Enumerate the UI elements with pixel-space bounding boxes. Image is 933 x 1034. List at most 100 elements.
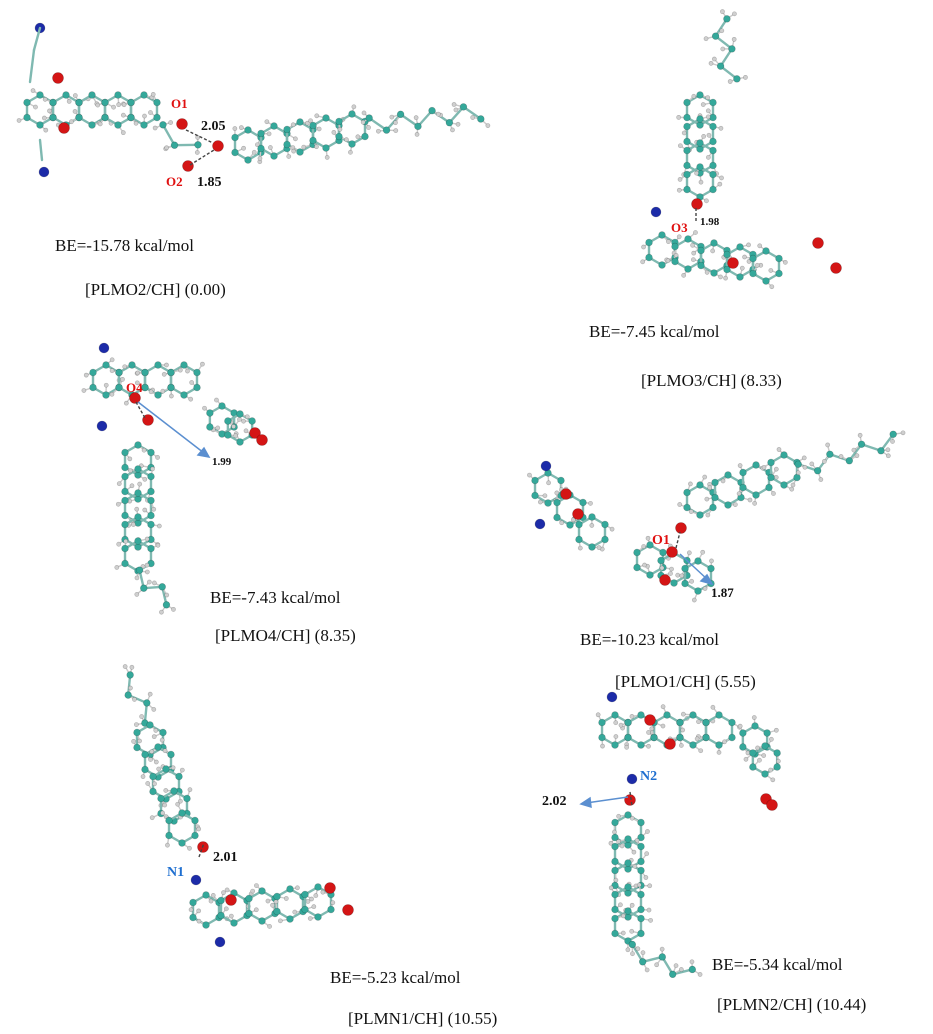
hydrogen-atom bbox=[128, 685, 133, 691]
hydrogen-atom bbox=[228, 913, 234, 919]
hydrogen-atom bbox=[694, 170, 699, 176]
hydrogen-atom bbox=[237, 417, 242, 422]
carbon-atom bbox=[702, 733, 710, 742]
hydrogen-atom bbox=[165, 842, 170, 848]
hydrogen-atom bbox=[221, 890, 226, 896]
binding-energy-plmo2: BE=-15.78 kcal/mol bbox=[55, 236, 194, 255]
hydrogen-atom bbox=[537, 499, 543, 505]
hydrogen-atom bbox=[238, 125, 244, 131]
carbon-atom bbox=[611, 842, 619, 851]
complex-label-plmn1: [PLMN1/CH] (10.55) bbox=[348, 1009, 498, 1028]
hydrogen-atom bbox=[148, 757, 153, 762]
hydrogen-atom bbox=[801, 455, 807, 461]
carbon-atom bbox=[707, 564, 715, 573]
hydrogen-atom bbox=[149, 815, 155, 821]
hydrogen-atom bbox=[210, 893, 216, 898]
carbon-atom bbox=[624, 835, 632, 843]
hydrogen-atom bbox=[676, 114, 682, 120]
oxygen-atom bbox=[324, 882, 336, 894]
hydrogen-atom bbox=[413, 115, 419, 121]
hydrogen-atom bbox=[722, 739, 727, 745]
hydrogen-atom bbox=[265, 898, 271, 904]
hydrogen-atom bbox=[743, 756, 749, 762]
hydrogen-atom bbox=[155, 455, 160, 460]
hydrogen-atom bbox=[694, 736, 700, 742]
carbon-atom bbox=[857, 440, 866, 448]
carbon-atom bbox=[245, 894, 253, 903]
hydrogen-atom bbox=[821, 458, 827, 464]
carbon-atom bbox=[101, 113, 109, 122]
hydrogen-atom bbox=[554, 490, 560, 496]
hydrogen-atom bbox=[137, 738, 142, 744]
carbon-atom bbox=[588, 543, 596, 551]
carbon-atom bbox=[102, 361, 110, 369]
hydrogen-atom bbox=[676, 187, 682, 193]
carbon-atom bbox=[688, 965, 697, 974]
hydrogen-atom bbox=[295, 885, 300, 891]
carbon-atom bbox=[723, 265, 731, 274]
hydrogen-atom bbox=[291, 148, 297, 154]
hydrogen-atom bbox=[691, 597, 697, 603]
hydrogen-atom bbox=[720, 9, 725, 15]
carbon-atom bbox=[588, 513, 596, 521]
hydrogen-atom bbox=[153, 759, 159, 765]
hydrogen-atom bbox=[642, 562, 647, 568]
hydrogen-atom bbox=[698, 179, 704, 185]
hydrogen-atom bbox=[731, 36, 737, 42]
hydrogen-atom bbox=[155, 542, 161, 548]
hydrogen-atom bbox=[152, 125, 158, 131]
oxygen-atom bbox=[560, 488, 572, 500]
hydrogen-atom bbox=[702, 586, 708, 591]
hydrogen-atom bbox=[139, 714, 145, 719]
hydrogen-atom bbox=[616, 839, 621, 844]
carbon-atom bbox=[167, 750, 175, 759]
carbon-atom bbox=[153, 113, 161, 122]
hydrogen-atom bbox=[127, 456, 133, 462]
carbon-atom bbox=[749, 269, 757, 278]
oxygen-atom bbox=[129, 392, 141, 404]
hydrogen-atom bbox=[613, 877, 619, 883]
carbon-atom bbox=[147, 544, 155, 553]
carbon-atom bbox=[553, 513, 561, 522]
hydrogen-atom bbox=[809, 461, 815, 467]
hydrogen-atom bbox=[612, 829, 617, 835]
carbon-atom bbox=[611, 914, 619, 923]
hydrogen-atom bbox=[135, 370, 141, 376]
carbon-atom bbox=[141, 383, 149, 392]
hydrogen-atom bbox=[435, 111, 441, 117]
hydrogen-atom bbox=[646, 730, 651, 735]
hydrogen-atom bbox=[618, 902, 623, 908]
hydrogen-atom bbox=[629, 928, 635, 934]
carbon-atom bbox=[711, 493, 719, 502]
hydrogen-atom bbox=[900, 430, 906, 436]
carbon-atom bbox=[709, 122, 717, 131]
carbon-atom bbox=[309, 136, 317, 145]
hydrogen-atom bbox=[109, 357, 115, 363]
hydrogen-atom bbox=[331, 129, 337, 135]
carbon-atom bbox=[553, 498, 561, 507]
hydrogen-atom bbox=[818, 477, 824, 482]
hydrogen-atom bbox=[754, 262, 760, 268]
hydrogen-atom bbox=[301, 144, 307, 150]
hydrogen-atom bbox=[681, 272, 687, 278]
carbon-atom bbox=[684, 265, 692, 273]
hydrogen-atom bbox=[159, 609, 164, 615]
hydrogen-atom bbox=[640, 259, 646, 265]
hydrogen-atom bbox=[177, 367, 183, 373]
hydrogen-atom bbox=[243, 428, 249, 434]
nitrogen-atom bbox=[534, 518, 546, 530]
hydrogen-atom bbox=[152, 781, 157, 787]
hydrogen-atom bbox=[705, 114, 711, 120]
hydrogen-atom bbox=[311, 904, 317, 910]
carbon-atom bbox=[601, 520, 609, 529]
hydrogen-atom bbox=[202, 405, 207, 411]
carbon-atom bbox=[877, 447, 885, 455]
hydrogen-atom bbox=[175, 801, 181, 807]
hydrogen-atom bbox=[710, 248, 716, 254]
hydrogen-atom bbox=[195, 135, 201, 140]
hydrogen-atom bbox=[375, 128, 381, 134]
carbon-atom bbox=[683, 98, 691, 107]
carbon-atom bbox=[684, 235, 692, 243]
carbon-atom bbox=[428, 106, 436, 115]
hydrogen-atom bbox=[698, 748, 704, 754]
